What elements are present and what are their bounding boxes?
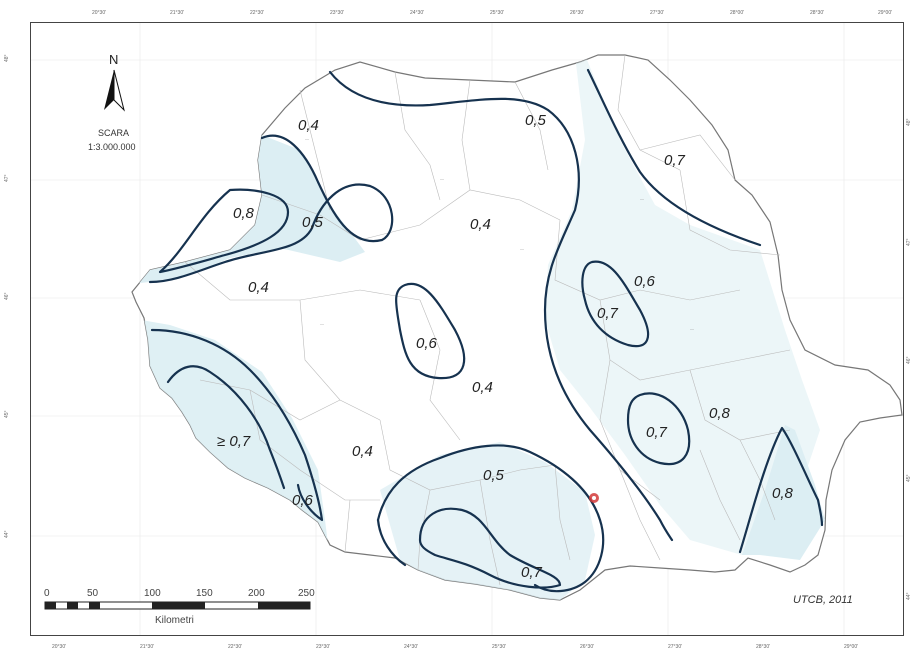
capital-marker [589,493,599,503]
bottom-tick: 24°30' [404,644,418,650]
isoline [418,507,562,589]
isoline [166,365,286,490]
zone-label: 0,4 [248,279,269,296]
top-tick: 27°30' [650,10,664,16]
zone-label: 0,5 [525,112,547,129]
zone-label: 0,4 [470,216,491,233]
bottom-tick: 23°30' [316,644,330,650]
svg-text:—: — [305,136,309,141]
top-tick: 24°30' [410,10,424,16]
zone-label: ≥ 0,7 [217,433,251,450]
top-tick: 23°30' [330,10,344,16]
zone-label: 0,7 [521,564,543,581]
county-name-labels: — — — — — — [305,136,694,331]
isoline [158,188,290,274]
zone-label: 0,6 [416,335,438,352]
romania-map: — — — — — — [131,54,903,601]
scale-tick-label: 100 [144,588,161,599]
isoline [328,70,674,542]
bottom-tick: 20°30' [52,644,66,650]
right-tick: 48° [906,118,912,126]
top-coordinate-ticks: 20°30' 21°30' 22°30' 23°30' 24°30' 25°30… [92,10,892,16]
top-tick: 20°30' [92,10,106,16]
bottom-tick: 26°30' [580,644,594,650]
zone-label: 0,8 [233,205,255,222]
right-tick: 46° [906,356,912,364]
top-tick: 21°30' [170,10,184,16]
isoline [586,68,762,247]
north-arrow-label: N [109,52,118,67]
zone-label: 0,6 [292,492,314,509]
scale-unit: Kilometri [155,615,194,626]
bottom-tick: 22°30' [228,644,242,650]
scale-title: SCARA [98,128,129,138]
scale-ratio: 1:3.000.000 [88,142,136,152]
right-tick: 45° [906,474,912,482]
svg-text:—: — [520,246,524,251]
left-tick: 45° [4,410,10,418]
left-tick: 47° [4,174,10,182]
svg-text:—: — [440,176,444,181]
isoline [376,518,407,567]
right-tick: 44° [906,592,912,600]
isoline [581,260,650,348]
scale-tick-label: 200 [248,588,265,599]
zone-labels: 0,4 0,8 0,5 0,5 0,7 0,4 0,4 0,6 0,7 0,6 … [217,112,794,581]
scale-tick-label: 250 [298,588,315,599]
top-tick: 29°00' [878,10,892,16]
zone-label: 0,4 [352,443,373,460]
isoline [150,328,324,522]
isoline [148,134,394,284]
bottom-tick: 28°30' [756,644,770,650]
zone-label: 0,4 [298,117,319,134]
isoline [738,426,824,554]
bottom-coordinate-ticks: 20°30' 21°30' 22°30' 23°30' 24°30' 25°30… [52,644,858,650]
side-coordinate-ticks: 48° 47° 46° 45° 44° 48° 47° 46° 45° 44° [4,54,912,600]
top-tick: 22°30' [250,10,264,16]
right-tick: 47° [906,238,912,246]
county-boundaries [184,54,791,586]
zone-label: 0,8 [709,405,731,422]
isoline [376,444,605,593]
map-credit: UTCB, 2011 [793,594,853,606]
zone-label: 0,4 [472,379,493,396]
bottom-tick: 29°00' [844,644,858,650]
scale-tick-label: 150 [196,588,213,599]
bottom-tick: 25°30' [492,644,506,650]
north-arrow-icon [104,70,114,110]
top-tick: 25°30' [490,10,504,16]
top-tick: 28°00' [730,10,744,16]
isoline [626,392,691,466]
zone-label: 0,7 [646,424,668,441]
zone-label: 0,6 [634,273,656,290]
north-arrow: N [104,52,125,112]
svg-text:—: — [640,196,644,201]
bottom-tick: 21°30' [140,644,154,650]
left-tick: 48° [4,54,10,62]
left-tick: 44° [4,530,10,538]
zone-label: 0,5 [483,467,505,484]
isolines [148,68,824,593]
bottom-tick: 27°30' [668,644,682,650]
zone-label: 0,8 [772,485,794,502]
isoline [395,282,466,380]
svg-text:—: — [690,326,694,331]
top-tick: 26°30' [570,10,584,16]
scale-tick-label: 50 [87,588,99,599]
zone-label: 0,7 [597,305,619,322]
svg-text:—: — [320,321,324,326]
scale-tick-label: 0 [44,588,50,599]
zone-label: 0,5 [302,214,324,231]
left-tick: 46° [4,292,10,300]
zone-label: 0,7 [664,152,686,169]
scale-bar: 0 50 100 150 200 250 Kilometri [44,588,315,626]
top-tick: 28°30' [810,10,824,16]
